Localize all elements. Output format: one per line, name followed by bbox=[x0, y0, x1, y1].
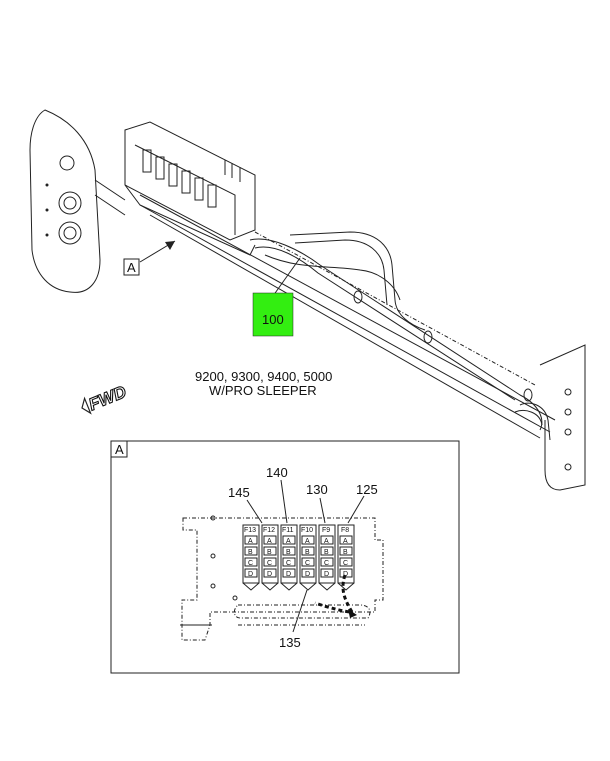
fuse-header-f12: F12 bbox=[263, 527, 275, 534]
fuse-header-f8: F8 bbox=[341, 527, 349, 534]
slot-letter: B bbox=[324, 549, 329, 556]
fuse-column-f8: F8 A B C D bbox=[337, 524, 355, 591]
callout-100-label: 100 bbox=[262, 312, 284, 327]
slot-letter: C bbox=[305, 560, 310, 567]
slot-letter: A bbox=[267, 538, 272, 545]
fuse-columns: F13 A B C D F12 A B C D F11 bbox=[242, 524, 355, 591]
callout-145: 145 bbox=[228, 485, 250, 500]
callout-a-box bbox=[123, 258, 140, 276]
slot-letter: B bbox=[343, 549, 348, 556]
callout-130: 130 bbox=[306, 482, 328, 497]
slot-letter: D bbox=[343, 571, 348, 578]
callout-140: 140 bbox=[266, 465, 288, 480]
wire-route-arrow bbox=[314, 574, 355, 614]
slot-letter: C bbox=[343, 560, 348, 567]
fuse-header-f9: F9 bbox=[322, 527, 330, 534]
callout-a-label: A bbox=[127, 260, 136, 275]
slot-letter: A bbox=[343, 538, 348, 545]
callout-leaders bbox=[246, 479, 365, 633]
slot-letter: C bbox=[324, 560, 329, 567]
slot-letter: D bbox=[305, 571, 310, 578]
slot-letter: B bbox=[305, 549, 310, 556]
detail-view-frame bbox=[110, 440, 460, 674]
main-assembly-drawing bbox=[29, 109, 586, 491]
callout-135: 135 bbox=[279, 635, 301, 650]
fuse-column-f13: F13 A B C D bbox=[242, 524, 260, 591]
detail-view-tag bbox=[110, 440, 128, 458]
fwd-label: FWD bbox=[86, 382, 129, 414]
model-caption-line2: W/PRO SLEEPER bbox=[209, 383, 317, 398]
slot-letter: C bbox=[286, 560, 291, 567]
slot-letter: C bbox=[267, 560, 272, 567]
fuse-column-f11: F11 A B C D bbox=[280, 524, 298, 591]
model-caption-line1: 9200, 9300, 9400, 5000 bbox=[195, 369, 332, 384]
slot-letter: B bbox=[267, 549, 272, 556]
slot-letter: A bbox=[305, 538, 310, 545]
slot-letter: D bbox=[286, 571, 291, 578]
detail-view-label: A bbox=[115, 442, 124, 457]
fwd-direction-indicator: FWD bbox=[81, 382, 130, 415]
fuse-column-f10: F10 A B C D bbox=[299, 524, 317, 591]
fuse-column-f12: F12 A B C D bbox=[261, 524, 279, 591]
fuse-column-f9: F9 A B C D bbox=[318, 524, 336, 591]
slot-letter: A bbox=[248, 538, 253, 545]
slot-letter: D bbox=[267, 571, 272, 578]
wire-route-arrowhead bbox=[348, 609, 357, 618]
slot-letter: D bbox=[324, 571, 329, 578]
fuse-header-f10: F10 bbox=[301, 527, 313, 534]
slot-letter: B bbox=[248, 549, 253, 556]
fuse-panel-drawing bbox=[180, 515, 384, 641]
slot-letter: B bbox=[286, 549, 291, 556]
slot-letter: C bbox=[248, 560, 253, 567]
slot-letter: D bbox=[248, 571, 253, 578]
slot-letter: A bbox=[286, 538, 291, 545]
slot-letter: A bbox=[324, 538, 329, 545]
callout-100-highlight[interactable] bbox=[252, 292, 294, 337]
callout-125: 125 bbox=[356, 482, 378, 497]
fuse-header-f11: F11 bbox=[282, 527, 294, 534]
fuse-header-f13: F13 bbox=[244, 527, 256, 534]
